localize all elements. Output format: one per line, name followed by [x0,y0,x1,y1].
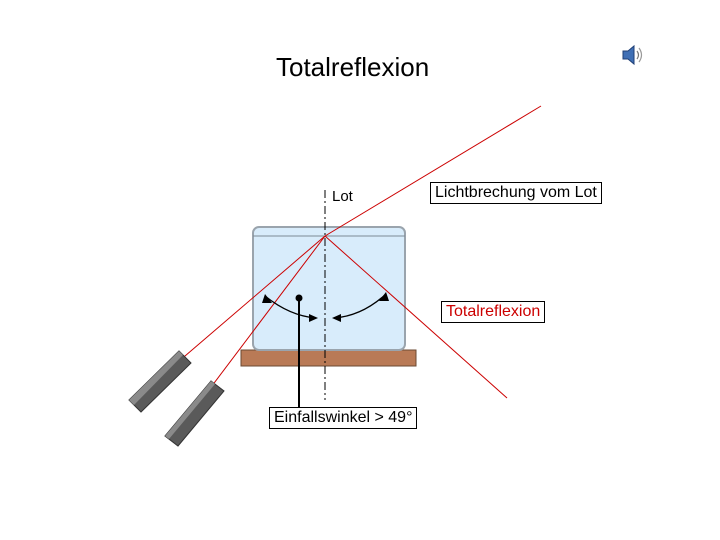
lamp-1 [128,350,192,413]
lamp-2 [164,380,225,447]
arrowhead [309,314,318,322]
total-reflection-label: Totalreflexion [441,301,546,323]
arrowhead [379,292,389,301]
water-basin [252,226,406,351]
ray-reflected [324,235,508,399]
arrowhead [332,314,341,322]
slide-title: Totalreflexion [276,52,430,82]
arrowhead [262,294,272,303]
incidence-angle-label: Einfallswinkel > 49° [269,407,418,429]
ray-refracted [324,105,542,237]
stand [240,349,417,367]
refraction-label: Lichtbrechung vom Lot [430,182,602,204]
normal-label: Lot [332,188,353,205]
speaker-icon[interactable] [620,42,646,68]
